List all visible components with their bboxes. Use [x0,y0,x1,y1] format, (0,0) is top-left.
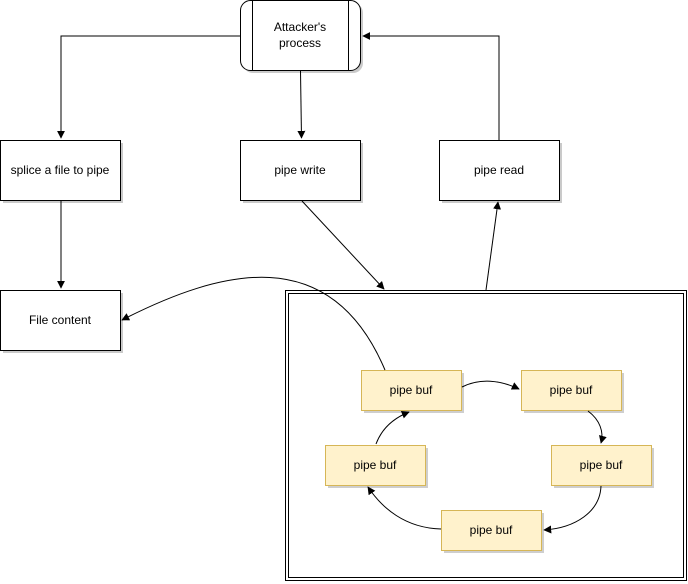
arrow-buf-right-to-bottom [543,485,602,534]
file-content-node[interactable]: File content [0,290,124,354]
pipe-buf-node-left[interactable]: pipe buf [325,445,429,489]
arrow-container-to-pipe-read [485,201,501,291]
pipe-buf-node-top-left[interactable]: pipe buf [361,370,465,414]
splice-node[interactable]: splice a file to pipe [0,140,124,204]
arrow-process-to-pipe-write [297,70,306,139]
arrow-buf-top-left-to-top-right [461,380,520,390]
splice-label: splice a file to pipe [11,163,110,177]
pipe-buf-node-bottom[interactable]: pipe buf [441,510,545,554]
arrow-pipe-buf-to-file-content [121,276,386,371]
pipe-write-node[interactable]: pipe write [240,140,364,204]
pipe-buf-label: pipe buf [390,383,433,397]
pipe-buf-label: pipe buf [354,458,397,472]
pipe-buf-node-top-right[interactable]: pipe buf [521,370,625,414]
arrow-buf-left-to-top-left [375,410,410,445]
pipe-buf-label: pipe buf [470,523,513,537]
pipe-buf-label: pipe buf [550,383,593,397]
attacker-process-label-line2: process [279,36,321,50]
arrow-pipe-read-to-process [362,32,500,140]
arrow-buf-bottom-to-left [367,486,442,530]
file-content-label: File content [29,313,92,327]
pipe-read-label: pipe read [474,163,524,177]
pipe-buf-label: pipe buf [580,458,623,472]
attacker-process-node[interactable]: Attacker's process [240,0,364,74]
pipe-read-node[interactable]: pipe read [439,140,563,204]
arrow-buf-top-right-to-right [587,410,607,444]
attacker-process-label-line1: Attacker's [274,20,326,34]
pipe-write-label: pipe write [274,163,326,177]
arrow-pipe-write-to-container [301,200,385,290]
arrow-process-to-splice [57,35,240,139]
pipe-buf-node-right[interactable]: pipe buf [551,445,655,489]
